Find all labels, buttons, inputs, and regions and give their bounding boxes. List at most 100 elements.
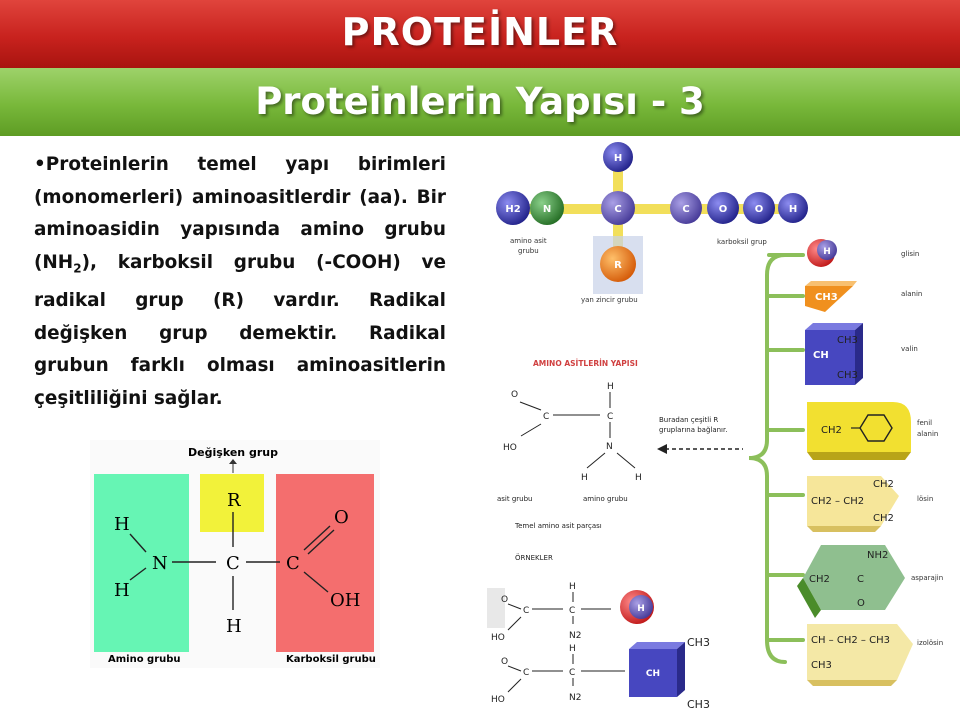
atom-ball-c-carboxyl (670, 192, 702, 224)
side-chain-formula: CH (813, 350, 829, 361)
side-chain-formula: CH2 (821, 425, 842, 436)
slide-subtitle: Proteinlerin Yapısı - 3 (255, 80, 705, 123)
ball-label-h: H (637, 604, 645, 614)
side-chain-name: valin (901, 345, 918, 353)
side-chain-name: alanin (917, 430, 938, 438)
variable-group-label: Değişken grup (188, 446, 278, 459)
atom-c: C (543, 412, 549, 422)
atom-c-alpha: C (226, 553, 240, 574)
side-chain-extra: CH2 (873, 513, 894, 524)
bond (129, 533, 147, 553)
carboxyl-group-label: Karboksil grubu (286, 654, 376, 665)
side-chain-asparajin: CH2 NH2 C O asparajin (797, 545, 943, 618)
side-chain-name: alanin (901, 290, 922, 298)
amino-acid-structure-chart: H H2 N C R C O O H amino asit grubu karb… (487, 142, 943, 711)
atom-h: H (569, 644, 576, 654)
side-chain-fenilalanin: CH2 fenil alanin (807, 402, 938, 460)
atom-h-top: H (114, 514, 130, 535)
note-line-2: gruplarına bağlanır. (659, 426, 727, 434)
atom-ball-label: C (682, 204, 689, 215)
atom-o: O (334, 507, 349, 528)
atom-ball-label: H (614, 153, 622, 164)
ch3-label: CH3 (687, 698, 710, 711)
side-chain-formula: CH2 – CH2 (811, 496, 864, 507)
svg-text:O: O (501, 595, 508, 605)
side-chain-extra: NH2 (867, 550, 888, 561)
atom-c: C (607, 412, 613, 422)
bullet: • (34, 154, 46, 175)
amino-acid-group-label: amino asit (510, 237, 547, 245)
hydrogen-ball-inner (629, 595, 653, 619)
atom-o: O (511, 390, 518, 400)
atom-n2: N2 (569, 631, 581, 641)
note-line-1: Buradan çeşitli R (659, 416, 718, 424)
arrow-left-icon (657, 444, 667, 454)
atom-h: H (635, 473, 642, 483)
svg-text:C: C (569, 668, 575, 678)
side-chain-name: fenil (917, 419, 932, 427)
atom-ball-label: N (543, 204, 551, 215)
side-chain-label: yan zincir grubu (581, 296, 638, 304)
side-chain-valin: CH CH3 CH3 valin (805, 323, 918, 385)
svg-text:C: C (523, 606, 529, 616)
side-chain-extra: CH3 (837, 335, 858, 346)
atom-ball-c-alpha (601, 191, 635, 225)
amino-acid-group-label-2: grubu (518, 247, 539, 255)
side-chain-formula: CH – CH2 – CH3 (811, 635, 890, 646)
carboxyl-group-label: karboksil grup (717, 238, 767, 246)
side-chain-extra: CH2 (873, 479, 894, 490)
amino-group-label: amino grubu (583, 495, 628, 503)
side-chain-izolosin: CH – CH2 – CH3 CH3 izolösin (807, 624, 943, 686)
structure-heading: AMINO ASİTLERİN YAPISI (533, 359, 638, 368)
subscript: 2 (73, 261, 82, 276)
carboxyl-group-box (276, 474, 374, 652)
ch3-label: CH3 (687, 636, 710, 649)
atom-ball-r (600, 246, 636, 282)
side-chain-bracket (748, 253, 805, 664)
atom-ho: HO (503, 443, 517, 453)
atom-ball-o1 (707, 192, 739, 224)
svg-text:O: O (501, 657, 508, 667)
radical-group-box (200, 474, 264, 532)
atom-ball-o2 (743, 192, 775, 224)
side-chain-alanin: CH3 alanin (805, 281, 922, 312)
arrow-head-icon (229, 459, 237, 464)
paragraph-part-1: Proteinlerin temel yapı birimleri (monom… (34, 154, 446, 273)
atom-h: H (581, 473, 588, 483)
side-chain-name: glisin (901, 250, 919, 258)
side-chain-glisin: H glisin (807, 239, 919, 267)
paragraph-part-2: ), karboksil grubu (-COOH) ve radikal gr… (34, 251, 446, 409)
side-chains: H glisin CH3 alanin CH CH3 CH3 valin CH2 (797, 239, 943, 686)
backbone-bond (501, 204, 806, 214)
side-chain-extra: C (857, 574, 864, 585)
atom-ball-h2 (496, 191, 530, 225)
side-chain-extra: CH3 (811, 660, 832, 671)
atom-ball-h-top (603, 142, 633, 172)
atom-ball-h-end (778, 193, 808, 223)
atom-ball-label: C (614, 204, 621, 215)
double-bond (303, 525, 331, 551)
side-chain-name: lösin (917, 495, 933, 503)
svg-text:C: C (523, 668, 529, 678)
ch-cube (629, 649, 677, 697)
examples-heading: ÖRNEKLER (515, 553, 553, 562)
bond (129, 567, 147, 581)
atom-h-bottom: H (114, 580, 130, 601)
atom-oh: OH (330, 590, 360, 611)
atom-h: H (607, 382, 614, 392)
side-chain-extra: CH3 (837, 370, 858, 381)
amino-acid-line-structure: AMINO ASİTLERİN YAPISI O C HO H C N H H … (497, 359, 743, 530)
svg-text:C: C (569, 606, 575, 616)
title-bar: PROTEİNLER (0, 0, 960, 68)
atom-ball-label: R (614, 260, 622, 271)
side-chain-losin: CH2 – CH2 CH2 CH2 lösin (807, 476, 933, 532)
atom-ball-label: O (755, 204, 764, 215)
svg-text:HO: HO (491, 633, 505, 643)
side-chain-name: izolösin (917, 639, 943, 647)
atom-ball-label: H (789, 204, 797, 215)
atom-r: R (227, 490, 241, 511)
side-chain-formula: CH3 (815, 292, 838, 303)
amino-group-label: Amino grubu (108, 654, 181, 665)
side-chain-name: asparajin (911, 574, 943, 582)
examples: ÖRNEKLER O C HO H C N2 H O C HO H C N2 C… (487, 553, 710, 711)
